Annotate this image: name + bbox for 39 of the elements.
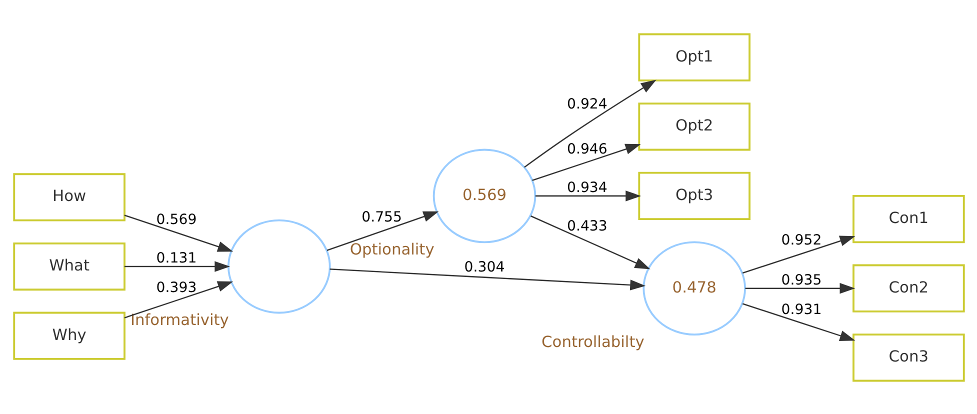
edge-label: 0.569 bbox=[156, 211, 196, 228]
edge-label: 0.946 bbox=[566, 140, 607, 157]
edge-label: 0.935 bbox=[780, 272, 822, 288]
edge-label: 0.952 bbox=[780, 232, 822, 248]
edge-label: 0.924 bbox=[566, 96, 607, 112]
node-circle: 0.569 bbox=[432, 148, 536, 243]
node-circle: 0.478 bbox=[642, 240, 746, 336]
node-box: Con3 bbox=[852, 333, 964, 382]
node-circle bbox=[227, 218, 330, 314]
node-box: Con1 bbox=[852, 194, 964, 243]
edge-label: 0.131 bbox=[156, 250, 196, 266]
edge-label: 0.934 bbox=[566, 179, 607, 196]
edge-label: 0.393 bbox=[156, 279, 196, 296]
arrow bbox=[532, 143, 640, 180]
arrow bbox=[124, 280, 233, 318]
arrow bbox=[124, 214, 233, 252]
arrow bbox=[124, 260, 230, 272]
edge-label: 0.755 bbox=[361, 208, 402, 225]
node-label: Informativity bbox=[130, 310, 228, 329]
arrow bbox=[326, 210, 438, 250]
edge-label: 0.304 bbox=[464, 258, 504, 275]
arrow bbox=[744, 282, 855, 294]
node-box: What bbox=[12, 242, 125, 290]
node-box: Opt2 bbox=[638, 102, 750, 150]
arrow bbox=[742, 302, 855, 340]
arrow bbox=[329, 268, 646, 290]
edge-label: 0.931 bbox=[780, 301, 822, 318]
node-box: Con2 bbox=[852, 264, 964, 312]
node-box: How bbox=[12, 172, 125, 221]
node-box: Opt3 bbox=[638, 171, 750, 220]
node-box: Opt1 bbox=[638, 32, 750, 81]
arrow bbox=[534, 190, 641, 201]
node-label: Controllabilty bbox=[541, 332, 644, 350]
arrow bbox=[530, 214, 650, 269]
arrow bbox=[742, 235, 855, 274]
node-label: Optionality bbox=[349, 240, 434, 258]
arrow bbox=[524, 79, 656, 168]
node-box: Why bbox=[12, 311, 125, 360]
edge-label: 0.433 bbox=[566, 218, 607, 234]
